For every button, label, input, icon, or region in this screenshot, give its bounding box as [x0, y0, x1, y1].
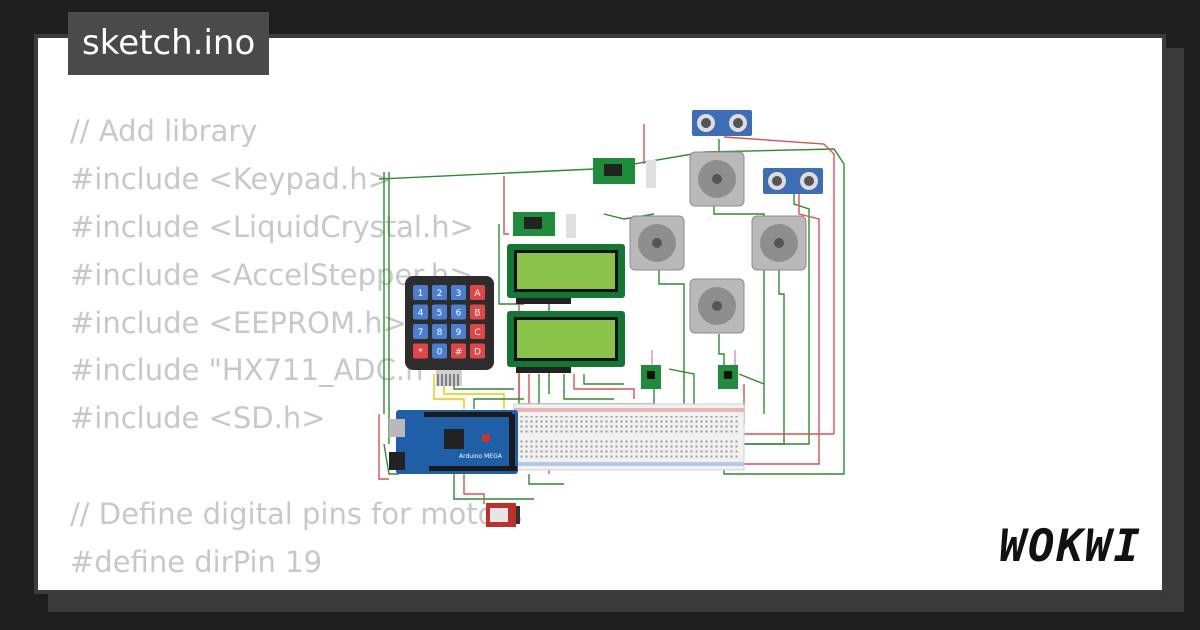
keypad-key-label: A [474, 289, 481, 299]
file-tab[interactable]: sketch.ino [68, 12, 270, 75]
code-line: #include <LiquidCrystal.h> [70, 209, 474, 244]
code-line: #define dirPin 19 [70, 545, 323, 580]
keypad-key-label: 3 [456, 289, 462, 299]
stepper-motors [629, 151, 807, 334]
keypad-key-label: 2 [437, 289, 443, 299]
lcd-display-1 [507, 244, 625, 304]
stepper-motor-icon [689, 278, 745, 334]
keypad-key-label: # [455, 348, 463, 358]
stepper-motor-icon [751, 215, 807, 271]
keypad-key-label: 0 [437, 348, 443, 358]
keypad-key-label: C [474, 328, 480, 338]
keypad-key-label: D [474, 348, 481, 358]
keypad-key-label: 8 [437, 328, 443, 338]
keypad-key [470, 285, 485, 300]
keypad-key-label: B [474, 309, 480, 319]
driver-module-icon [641, 350, 661, 389]
keypad-key-label: 7 [418, 328, 424, 338]
stepper-motor-icon [629, 215, 685, 271]
stepper-motor-icon [689, 151, 745, 207]
keypad-key [413, 324, 428, 339]
code-line: #include <SD.h> [70, 401, 326, 436]
driver-module-icon [718, 350, 738, 389]
keypad-key [470, 304, 485, 320]
keypad-key-label: 1 [418, 289, 424, 299]
preview-card: // Add library #include <Keypad.h> #includ… [34, 34, 1166, 594]
keypad-key [432, 304, 447, 320]
keypad-key [432, 324, 447, 339]
keypad-key-label: 5 [437, 309, 443, 319]
code-line: // Add library [70, 114, 258, 148]
circuit-diagram: 1 2 3 A 4 5 6 B 7 8 9 C * 0 # D [378, 110, 845, 527]
keypad-key-label: 4 [418, 309, 424, 319]
sd-card-module-icon [486, 503, 520, 527]
breadboard [513, 403, 745, 471]
ultrasonic-sensor-icon [692, 110, 752, 136]
keypad-key [413, 285, 428, 300]
hx711-module-icon [513, 212, 576, 238]
code-line: #include <Keypad.h> [70, 161, 392, 196]
keypad-key [413, 304, 428, 320]
hx711-module-icon [593, 158, 656, 188]
keypad-key [451, 324, 466, 339]
code-line: #include "HX711_ADC.h" [70, 353, 437, 388]
keypad-key [413, 343, 428, 359]
keypad-key [432, 343, 447, 359]
lcd-display-2 [507, 311, 625, 373]
keypad-key-label: * [418, 348, 423, 358]
code-preview: // Add library #include <Keypad.h> #includ… [70, 108, 522, 590]
code-line: #include <EEPROM.h> [70, 305, 407, 340]
keypad-4x4: 1 2 3 A 4 5 6 B 7 8 9 C * 0 # D [405, 276, 494, 386]
board-label: Arduino MEGA [459, 453, 503, 460]
keypad-key [451, 304, 466, 320]
keypad-key [470, 324, 485, 339]
keypad-key-label: 9 [456, 328, 462, 338]
arduino-mega-board: Arduino MEGA [389, 410, 518, 474]
keypad-key [470, 343, 485, 359]
keypad-key [451, 343, 466, 359]
keypad-key [451, 285, 466, 300]
ultrasonic-sensor-icon [763, 168, 823, 194]
wokwi-logo: WOKWI [999, 521, 1142, 572]
keypad-key [432, 285, 447, 300]
keypad-key-label: 6 [456, 309, 462, 319]
